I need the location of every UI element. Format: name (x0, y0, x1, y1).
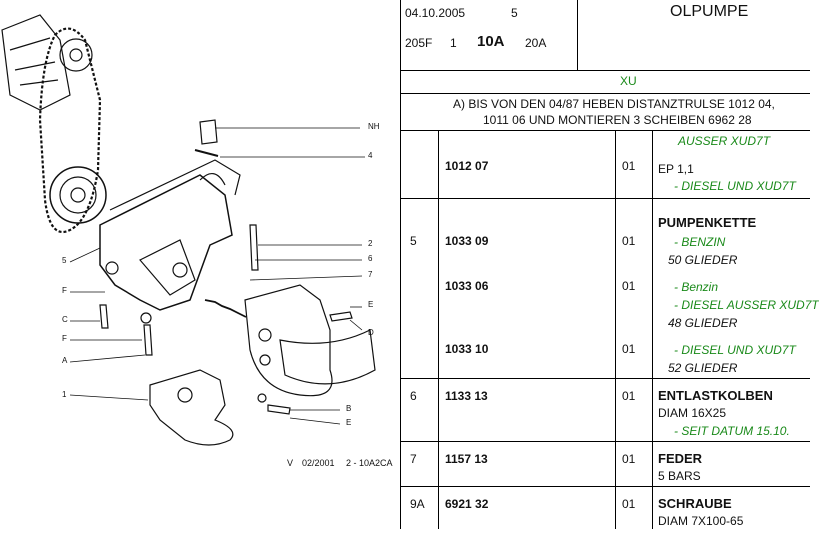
rule-row4 (400, 486, 810, 487)
label-f-bottom: F (62, 334, 67, 343)
row-ref: 1157 13 (445, 452, 488, 466)
row-ref: 6921 32 (445, 497, 489, 511)
label-5: 5 (62, 256, 67, 265)
engine-block-outline (1, 14, 71, 111)
row-desc-line: 50 GLIEDER (668, 253, 738, 267)
drawing-footer-date: 02/2001 (302, 458, 335, 468)
row-desc-line: PUMPENKETTE (658, 215, 757, 230)
rule-row1 (400, 198, 810, 199)
row-desc-line: - DIESEL AUSSER XUD7T (674, 298, 819, 312)
row-qty: 01 (622, 389, 636, 403)
row-qty: 01 (622, 497, 636, 511)
header-code-205f: 205F (405, 36, 433, 50)
row-pos: 9A (410, 497, 425, 511)
row-desc-line: DIAM 7X100-65 (658, 514, 744, 528)
col-divider-pos (438, 130, 439, 529)
row-desc-line: - SEIT DATUM 15.10. (674, 424, 790, 438)
drawing-footer-v: V (287, 458, 294, 468)
rule-variant-bottom (400, 93, 810, 94)
chain-drawing (38, 27, 102, 233)
sleeve-drawing (199, 119, 218, 145)
label-d: D (368, 328, 374, 337)
pump-housing-drawing (99, 174, 233, 311)
label-7: 7 (368, 270, 373, 279)
sprocket-drawing (49, 166, 107, 224)
label-e-top: E (368, 300, 374, 309)
label-e-bottom: E (346, 418, 352, 427)
exploded-drawing: NH 4 5 2 6 7 F C F A E D 1 B E V 02/2001… (0, 0, 400, 529)
drawing-footer-ref: 2 - 10A2CA (346, 458, 393, 468)
row-ref: 1033 10 (445, 342, 489, 356)
rule-row3 (400, 441, 810, 442)
strainer-drawing (244, 284, 333, 397)
header-code-1: 1 (450, 36, 457, 50)
col-divider-ref (615, 130, 616, 529)
row-desc-line: - DIESEL UND XUD7T (674, 343, 796, 357)
header-page-no: 5 (511, 6, 518, 20)
row-desc-line: 52 GLIEDER (668, 361, 738, 375)
note-line-2: 1011 06 UND MONTIEREN 3 SCHEIBEN 6962 28 (483, 113, 752, 127)
row-ref: 1133 13 (445, 389, 488, 403)
row-desc-line: FEDER (658, 451, 703, 466)
row-desc-line: - DIESEL UND XUD7T (674, 179, 796, 193)
pump-subassembly-drawing (149, 369, 234, 446)
header-date: 04.10.2005 (405, 6, 466, 20)
row-desc-line: DIAM 16X25 (658, 406, 727, 420)
row-desc-line: AUSSER XUD7T (678, 134, 771, 148)
row-desc-line: EP 1,1 (658, 162, 694, 176)
note-line-1: A) BIS VON DEN 04/87 HEBEN DISTANZTRULSE… (453, 97, 775, 111)
rule-note-bottom (400, 130, 810, 131)
label-2: 2 (368, 239, 373, 248)
label-f-top: F (62, 286, 67, 295)
label-1: 1 (62, 390, 67, 399)
row-desc-line: ENTLASTKOLBEN (658, 388, 773, 403)
oil-pump-illustration (1, 14, 376, 446)
row-qty: 01 (622, 452, 636, 466)
row-pos: 6 (410, 389, 417, 403)
divider-header (577, 0, 578, 70)
row-desc-line: - BENZIN (674, 235, 726, 249)
row-qty: 01 (622, 342, 636, 356)
row-pos: 7 (410, 452, 417, 466)
label-b: B (346, 404, 352, 413)
row-qty: 01 (622, 279, 636, 293)
row-qty: 01 (622, 159, 636, 173)
label-4: 4 (368, 151, 373, 160)
row-qty: 01 (622, 234, 636, 248)
col-divider-qty (652, 130, 653, 529)
page-title: OLPUMPE (670, 3, 749, 20)
divider-main (400, 0, 401, 529)
variant-label: XU (620, 74, 637, 88)
header-code-10a: 10A (477, 33, 505, 50)
label-c: C (62, 315, 68, 324)
row-desc-line: SCHRAUBE (658, 496, 732, 511)
header-code-20a: 20A (525, 36, 547, 50)
row-ref: 1012 07 (445, 159, 489, 173)
row-desc-line: - Benzin (674, 280, 719, 294)
row-desc-line: 5 BARS (658, 469, 701, 483)
rule-row2 (400, 378, 810, 379)
row-desc-line: 48 GLIEDER (668, 316, 738, 330)
row-ref: 1033 06 (445, 279, 489, 293)
row-pos: 5 (410, 234, 417, 248)
label-nh: NH (368, 122, 380, 131)
label-6: 6 (368, 254, 373, 263)
rule-header-bottom (400, 70, 810, 71)
label-a: A (62, 356, 68, 365)
row-ref: 1033 09 (445, 234, 489, 248)
